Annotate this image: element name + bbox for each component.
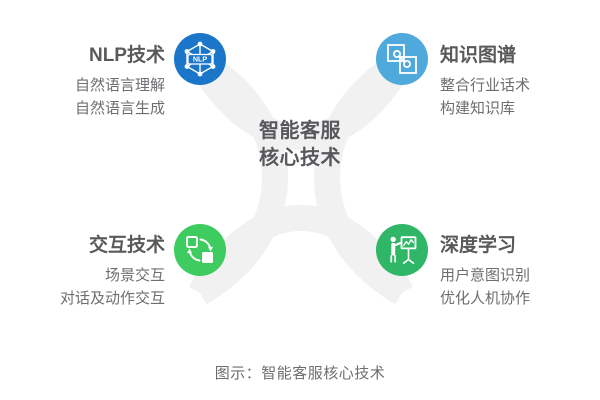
quadrant-nlp-title: NLP技术 xyxy=(88,45,165,66)
quadrant-deep-learning-line-2: 优化人机协作 xyxy=(440,290,531,307)
interaction-exchange-icon[interactable] xyxy=(174,224,226,276)
nlp-network-icon[interactable]: NLP xyxy=(174,33,226,85)
quadrant-interaction-title: 交互技术 xyxy=(88,235,165,256)
center-label-line-2: 核心技术 xyxy=(259,147,341,169)
quadrant-nlp-line-1: 自然语言理解 xyxy=(74,77,165,94)
quadrant-interaction-line-1: 场景交互 xyxy=(104,267,165,284)
quadrant-nlp: NLP技术 自然语言理解 自然语言生成 xyxy=(0,44,165,120)
quadrant-deep-learning: 深度学习 用户意图识别 优化人机协作 xyxy=(440,234,600,310)
quadrant-knowledge-graph-title: 知识图谱 xyxy=(440,45,517,66)
knowledge-graph-icon[interactable] xyxy=(376,33,428,85)
figure-caption: 图示：智能客服核心技术 xyxy=(214,365,386,382)
quadrant-knowledge-graph-line-2: 构建知识库 xyxy=(440,100,516,117)
arc-bottom-bow xyxy=(188,205,414,300)
center-label-line-1: 智能客服 xyxy=(259,120,341,142)
quadrant-interaction-line-2: 对话及动作交互 xyxy=(59,290,165,307)
quadrant-deep-learning-title: 深度学习 xyxy=(440,235,517,256)
center-label: 智能客服 核心技术 xyxy=(220,118,380,172)
quadrant-interaction: 交互技术 场景交互 对话及动作交互 xyxy=(0,234,165,310)
quadrant-nlp-line-2: 自然语言生成 xyxy=(74,100,165,117)
quadrant-deep-learning-line-1: 用户意图识别 xyxy=(440,267,531,284)
deep-learning-presenter-icon[interactable] xyxy=(376,224,428,276)
quadrant-knowledge-graph: 知识图谱 整合行业话术 构建知识库 xyxy=(440,44,600,120)
quadrant-knowledge-graph-line-1: 整合行业话术 xyxy=(440,77,531,94)
nlp-icon-label: NLP xyxy=(193,55,208,64)
